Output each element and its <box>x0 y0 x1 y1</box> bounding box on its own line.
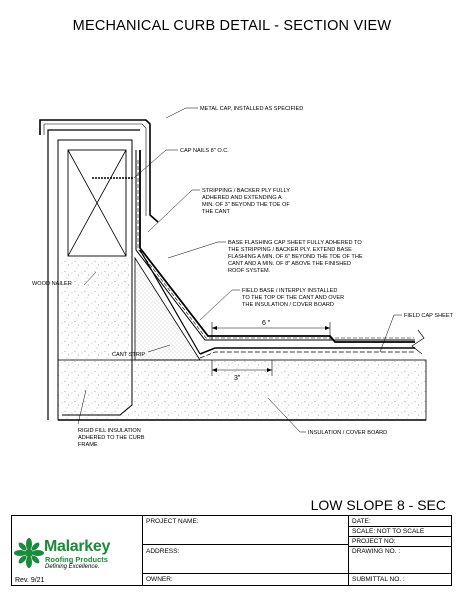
callout-field-base-3: THE INSULATION / COVER BOARD <box>242 302 334 308</box>
callout-base-flashing-1: BASE FLASHING CAP SHEET FULLY ADHERED TO <box>228 240 362 246</box>
callout-base-flashing-2: THE STRIPPING / BACKER PLY. EXTEND BASE <box>228 247 352 253</box>
callout-metal-cap: METAL CAP, INSTALLED AS SPECIFIED <box>200 106 303 112</box>
page-title: MECHANICAL CURB DETAIL - SECTION VIEW <box>72 18 392 34</box>
date-label: DATE: <box>352 518 371 525</box>
revision-label: Rev. 9/21 <box>15 577 45 584</box>
brand-name: Malarkey <box>44 538 111 555</box>
drawing-no-label: DRAWING NO. : <box>352 548 401 555</box>
scale-label: SCALE: NOT TO SCALE <box>352 528 425 535</box>
callout-base-flashing-4: CANT AND A MIN. OF 8" ABOVE THE FINISHED <box>228 261 351 267</box>
leaf-icon <box>14 538 44 568</box>
rigid-fill-insulation <box>60 258 135 360</box>
drawing-title: LOW SLOPE 8 - SEC <box>310 497 446 513</box>
callout-base-flashing-3: FLASHING A MIN. OF 6" BEYOND THE TOE OF … <box>228 254 363 260</box>
base-flashing <box>139 150 415 343</box>
project-no-label: PROJECT NO: <box>352 538 396 545</box>
cant-strip <box>134 256 201 361</box>
field-base <box>199 347 415 355</box>
field-cap-sheet <box>199 351 415 359</box>
callout-stripping-2: ADHERED AND EXTENDING A <box>202 195 282 201</box>
brand-tagline: Defining Excellence. <box>45 564 100 570</box>
callout-rigid-fill-2: ADHERED TO THE CURB <box>78 435 145 441</box>
callout-cap-nails: CAP NAILS 8" O.C. <box>180 148 229 154</box>
callout-field-base-2: TO THE TOP OF THE CANT AND OVER <box>242 295 344 301</box>
callout-cant-strip: CANT STRIP <box>112 352 145 358</box>
callout-stripping-1: STRIPPING / BACKER PLY FULLY <box>202 188 290 194</box>
callout-field-cap: FIELD CAP SHEET <box>404 313 454 319</box>
callout-base-flashing-5: ROOF SYSTEM. <box>228 268 271 274</box>
address-label: ADDRESS: <box>146 548 180 555</box>
callout-rigid-fill-1: RIGID FILL INSULATION <box>78 428 141 434</box>
project-name-label: PROJECT NAME: <box>146 518 199 525</box>
dimension-6: 6 " <box>262 320 271 327</box>
flashing-dashed <box>137 160 414 339</box>
wood-nailer <box>67 149 127 257</box>
company-logo: Malarkey Roofing Products Defining Excel… <box>14 534 139 574</box>
callout-wood-nailer: WOOD NAILER <box>32 281 72 287</box>
callout-field-base-1: FIELD BASE / INTERPLY INSTALLED <box>242 288 337 294</box>
insulation-board <box>57 359 427 421</box>
callout-insulation: INSULATION / COVER BOARD <box>308 430 387 436</box>
title-block: PROJECT NAME: ADDRESS: OWNER: DATE: SCAL… <box>11 515 452 586</box>
curb-frame <box>47 129 140 420</box>
stripping-ply <box>135 150 415 341</box>
owner-label: OWNER: <box>146 576 173 583</box>
callout-stripping-4: THE CANT <box>202 209 231 215</box>
brand-sub: Roofing Products <box>45 555 108 564</box>
dimension-3: 3" <box>234 375 241 382</box>
callout-rigid-fill-3: FRAME <box>78 442 98 448</box>
metal-cap <box>39 119 159 223</box>
submittal-no-label: SUBMITTAL NO. : <box>352 576 405 583</box>
callout-stripping-3: MIN. OF 3" BEYOND THE TOE OF <box>202 202 290 208</box>
